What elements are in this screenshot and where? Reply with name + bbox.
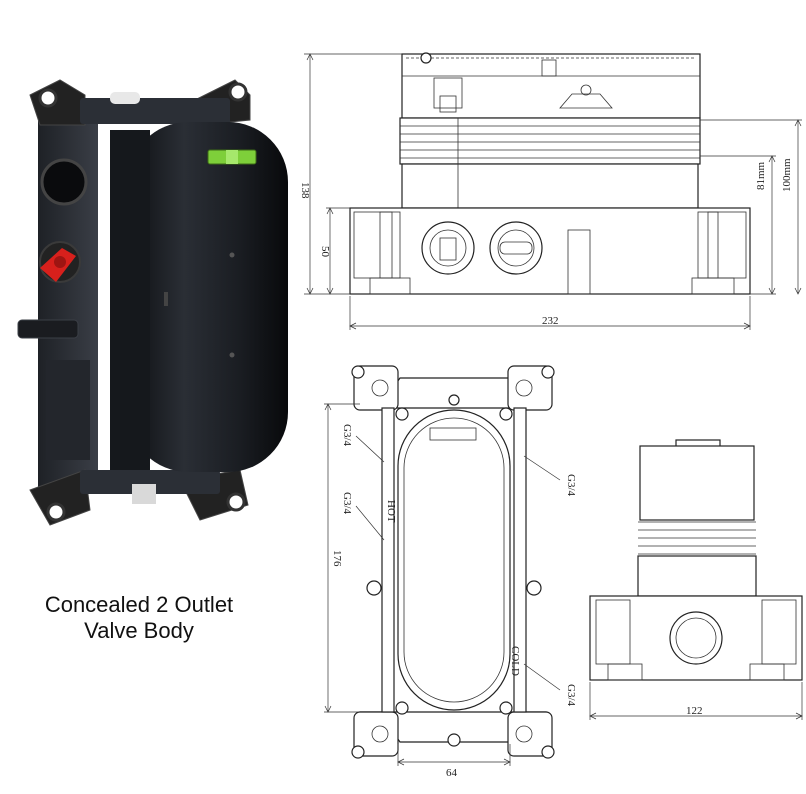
port-label-right-bottom: G3/4 (565, 684, 577, 707)
hot-label: HOT (385, 500, 397, 523)
front-view (324, 365, 561, 766)
side-view (589, 439, 803, 720)
dim-138: 138 (299, 182, 311, 199)
dim-176: 176 (331, 550, 343, 567)
product-caption: Concealed 2 Outlet Valve Body (14, 592, 264, 644)
caption-line-2: Valve Body (84, 618, 194, 643)
dim-81mm: 81mm (755, 161, 767, 190)
dim-100mm: 100mm (781, 158, 793, 192)
elevation-view (304, 52, 802, 330)
dim-50: 50 (319, 246, 331, 258)
dim-122: 122 (686, 705, 703, 717)
port-label-right-top: G3/4 (565, 474, 577, 497)
caption-line-1: Concealed 2 Outlet (44, 592, 234, 617)
dim-232: 232 (542, 315, 559, 327)
port-label-left-top: G3/4 (341, 424, 353, 447)
cold-label: COLD (509, 646, 521, 676)
port-label-left-mid: G3/4 (341, 492, 353, 515)
dim-64: 64 (446, 767, 458, 779)
product-photo (17, 79, 288, 526)
